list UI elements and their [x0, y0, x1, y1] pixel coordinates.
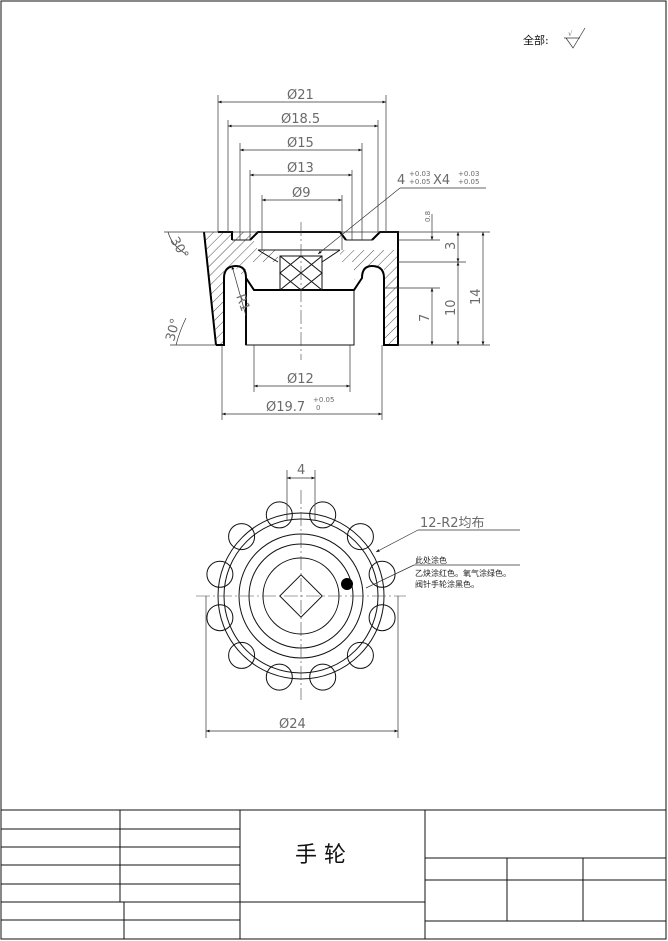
- chamfer-text-top: 30°: [167, 235, 192, 262]
- dim-text-d12: Ø12: [287, 372, 314, 387]
- square-hole-top: [279, 574, 323, 618]
- knurl-bump: [309, 663, 337, 691]
- title-block: [1, 809, 666, 939]
- dim-text-d24: Ø24: [279, 717, 306, 732]
- square-hole-x: X4: [433, 173, 450, 188]
- section-inner-lines: [232, 239, 372, 346]
- dim-text-08: 0.8: [424, 211, 432, 222]
- knurl-bump: [265, 501, 293, 529]
- chamfer-arc-bottom: [175, 317, 187, 346]
- square-hole-tol2-lower: +0.05: [458, 178, 479, 186]
- dim-text-width4: 4: [297, 463, 305, 478]
- surface-finish-label: 全部:: [523, 33, 549, 47]
- knurl-bump: [346, 641, 374, 669]
- dim-text-d197-tol-lower: 0: [316, 404, 320, 412]
- knurl-bump: [228, 641, 256, 669]
- dim-text-d197: Ø19.7: [266, 400, 305, 415]
- paint-line1: 乙炔涂红色。氧气涂绿色。: [415, 568, 511, 578]
- square-hole-tol-lower: +0.05: [409, 178, 430, 186]
- knurl-bumps: [206, 501, 396, 691]
- square-hole-main: 4: [397, 173, 405, 188]
- square-hole-callout: 4 +0.03 +0.05 X4 +0.03 +0.05: [317, 170, 486, 255]
- extension-lines-top: [217, 95, 387, 250]
- square-hole-tol-upper: +0.03: [409, 170, 430, 178]
- knurl-bump: [206, 604, 234, 632]
- dim-text-10: 10: [444, 299, 459, 316]
- dim-text-d21: Ø21: [287, 88, 314, 103]
- knurl-bump: [265, 663, 293, 691]
- dim-text-3: 3: [444, 242, 459, 250]
- dim-text-d197-tol-upper: +0.05: [313, 396, 334, 404]
- surface-finish-note: 全部: √: [523, 27, 586, 49]
- knurl-note: 12-R2均布: [420, 516, 485, 531]
- dim-text-d185: Ø18.5: [281, 112, 320, 127]
- knurl-bump: [309, 501, 337, 529]
- dim-text-d13: Ø13: [287, 161, 314, 176]
- hatched-wall-right: [340, 250, 398, 345]
- knurl-bump: [206, 560, 234, 588]
- roughness-symbol-icon: [564, 27, 586, 49]
- hatched-wall-left: [204, 232, 278, 345]
- knurl-bump: [368, 560, 396, 588]
- top-view: 4 12-R2均布 此处涂色 乙炔涂红色。氧气涂绿色。 阀针手轮涂黑色。 Ø24: [196, 463, 520, 738]
- knurl-bump: [346, 523, 374, 551]
- knurl-bump: [228, 523, 256, 551]
- radius-leader: [231, 265, 247, 317]
- extension-lines-bottom: [221, 345, 383, 420]
- knurl-leader: [375, 529, 419, 553]
- chamfer-arc-top: [167, 231, 187, 255]
- knurl-bump: [368, 604, 396, 632]
- roughness-symbol-glyph: √: [568, 30, 573, 38]
- chamfer-text-bottom: 30°: [163, 317, 183, 343]
- paint-leader: [365, 564, 415, 589]
- radius-text: R1: [232, 292, 252, 313]
- paint-title: 此处涂色: [415, 555, 447, 565]
- paint-line2: 阀针手轮涂黑色。: [415, 579, 479, 589]
- square-hole-tol2-upper: +0.03: [458, 170, 479, 178]
- dim-text-d15: Ø15: [287, 136, 314, 151]
- paint-dot: [341, 578, 353, 590]
- dim-text-7: 7: [418, 314, 433, 322]
- part-name: 手 轮: [295, 843, 346, 868]
- section-view: Ø21 Ø18.5 Ø15 Ø13 Ø9 4 +0.03 +0.05 X4 +0…: [163, 88, 490, 420]
- dim-text-14: 14: [469, 288, 484, 305]
- dim-text-d9: Ø9: [292, 186, 311, 201]
